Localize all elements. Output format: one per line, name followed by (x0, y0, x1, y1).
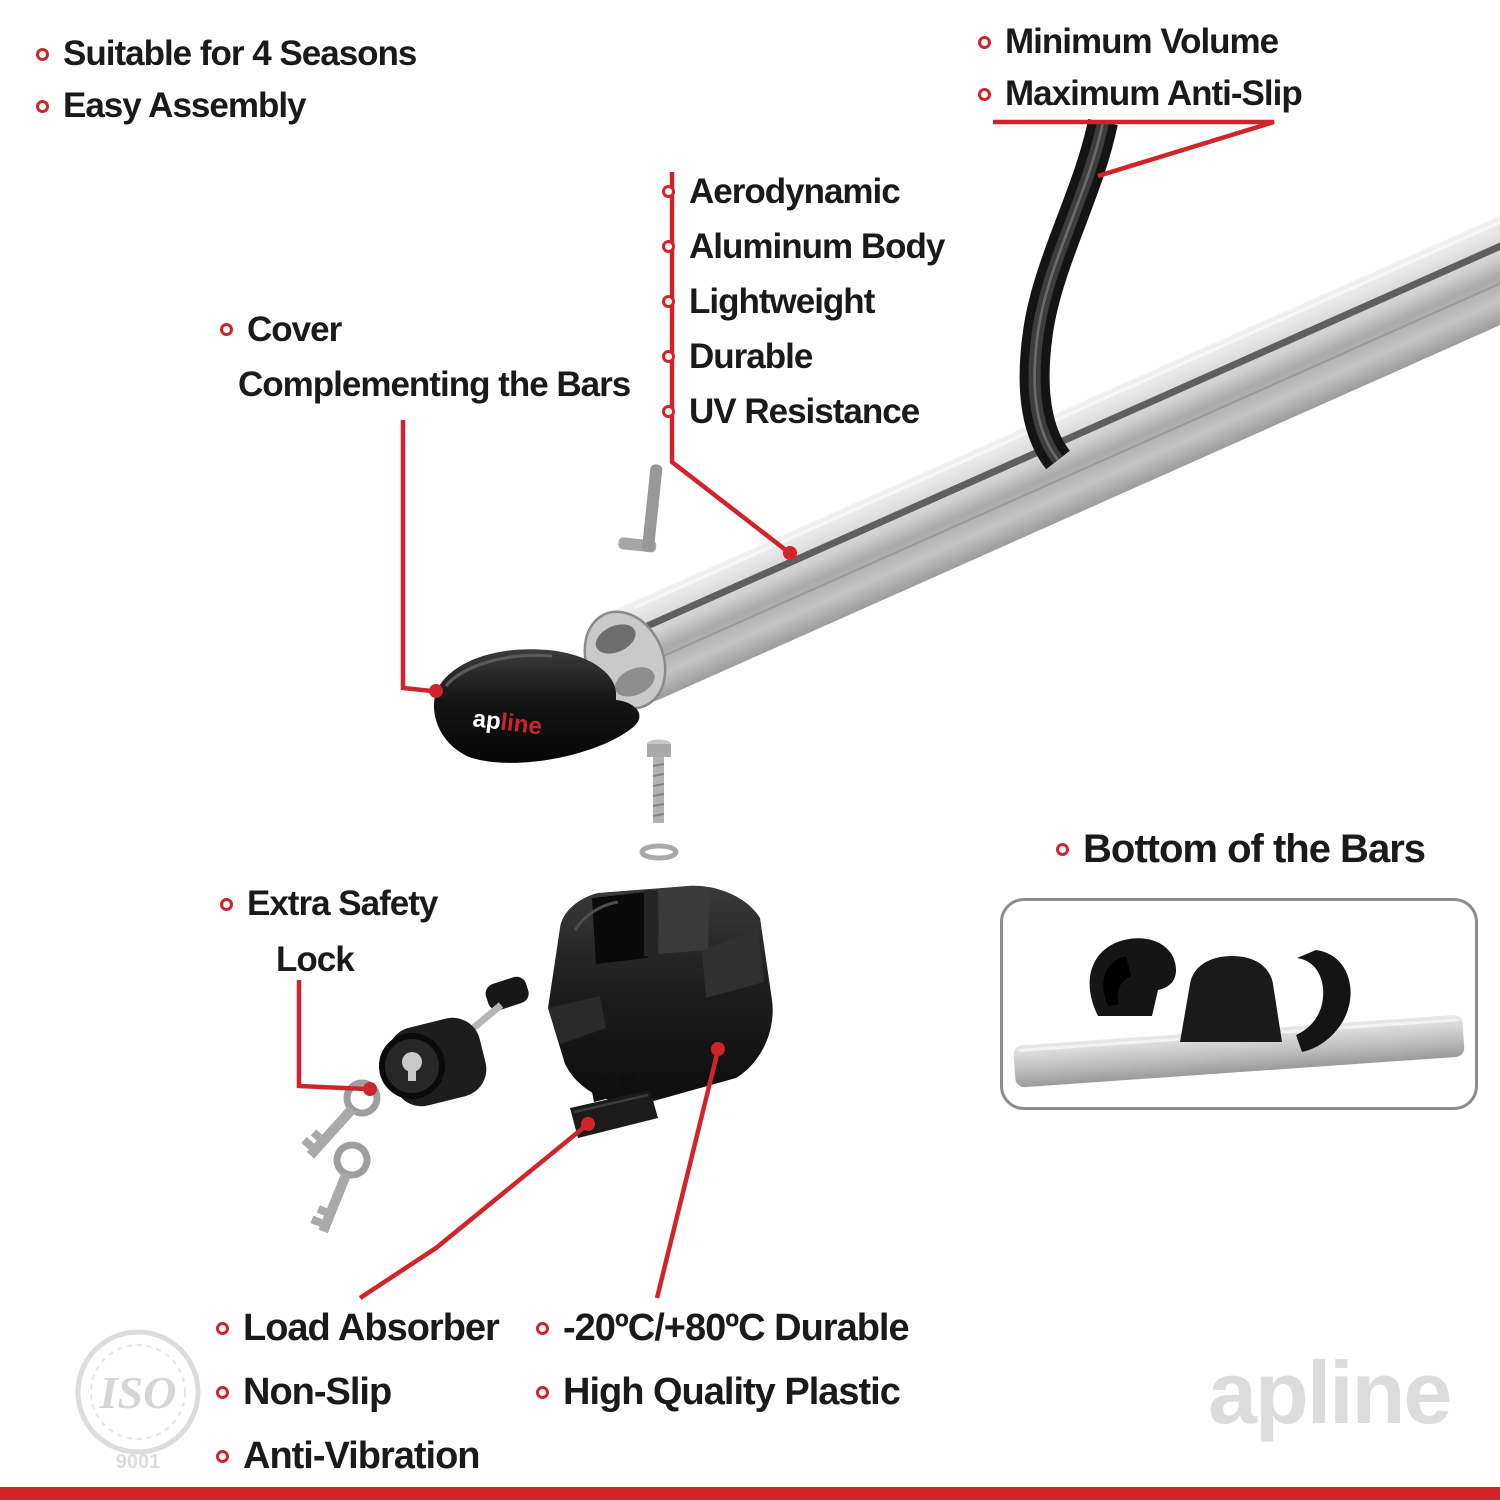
anti-slip-strip (1019, 118, 1118, 470)
callout-item: Lock (276, 932, 437, 988)
bullet-icon (662, 185, 675, 198)
callout-item: High Quality Plastic (536, 1360, 909, 1424)
bar-feature-list: Aerodynamic Aluminum Body Lightweight Du… (662, 164, 945, 439)
callout-label: -20ºC/+80ºC Durable (563, 1306, 910, 1349)
callout-label: Durable (689, 336, 813, 376)
callout-item: Lightweight (662, 274, 944, 329)
callout-line-cover (400, 420, 433, 694)
foot-clamp (548, 885, 773, 1104)
callout-label: Load Absorber (243, 1306, 500, 1349)
bullet-icon (662, 350, 675, 363)
callout-line-load-absorber (358, 1122, 590, 1300)
hex-key-icon (618, 464, 663, 553)
bullet-icon (662, 240, 675, 253)
callout-item: Easy Assembly (36, 80, 416, 132)
callout-label: Complementing the Bars (238, 364, 631, 404)
cross-bar (583, 38, 1500, 710)
callout-item: -20ºC/+80ºC Durable (536, 1296, 910, 1360)
callout-label: Suitable for 4 Seasons (63, 34, 417, 73)
washer (639, 843, 679, 861)
cover-piece: apline (433, 649, 640, 763)
lock-cylinder (379, 976, 529, 1107)
callout-item: UV Resistance (662, 384, 944, 439)
bullet-icon (220, 897, 233, 911)
foot-right-feature-list: -20ºC/+80ºC Durable High Quality Plastic (536, 1296, 910, 1424)
callout-label: Bottom of the Bars (1083, 826, 1426, 871)
iso-text: ISO (99, 1367, 177, 1418)
bullet-icon (216, 1385, 229, 1399)
callout-line-temperature (654, 1049, 721, 1299)
bullet-icon (1056, 842, 1069, 856)
callout-label: Easy Assembly (63, 86, 307, 125)
bullet-icon (36, 47, 49, 61)
callout-item: Anti-Vibration (216, 1424, 499, 1488)
callout-label: Minimum Volume (1005, 22, 1279, 61)
bullet-icon (978, 87, 991, 101)
callout-item: Bottom of the Bars (1056, 820, 1426, 878)
bullet-icon (662, 295, 675, 308)
bullet-icon (536, 1385, 549, 1399)
extra-safety-callout: Extra Safety Lock (220, 876, 438, 988)
callout-item: Aerodynamic (662, 164, 944, 219)
bottom-of-bars-callout: Bottom of the Bars (1056, 820, 1426, 878)
bullet-icon (36, 99, 49, 113)
top-left-callouts: Suitable for 4 Seasons Easy Assembly (36, 28, 417, 132)
iso-badge-watermark: ISO 9001 (75, 1329, 201, 1473)
callout-item: Complementing the Bars (238, 357, 631, 412)
bolt (647, 739, 671, 823)
foot-left-feature-list: Load Absorber Non-Slip Anti-Vibration (216, 1296, 500, 1488)
callout-line-features (669, 172, 789, 553)
callout-item: Cover (220, 302, 630, 357)
bullet-icon (216, 1449, 229, 1463)
bullet-icon (978, 35, 991, 49)
callout-dots (363, 546, 797, 1131)
callout-label: Aerodynamic (689, 171, 901, 211)
cover-callout: Cover Complementing the Bars (220, 302, 631, 412)
callout-label: Lock (276, 940, 355, 979)
callout-item: Durable (662, 329, 944, 384)
bottom-accent-bar (0, 1487, 1500, 1500)
callout-line-lock (296, 980, 367, 1092)
callout-label: Lightweight (689, 281, 875, 321)
keys (301, 1079, 381, 1234)
callout-line-antislip (993, 119, 1275, 179)
callout-item: Maximum Anti-Slip (978, 68, 1303, 120)
brand-watermark: apline (1208, 1343, 1452, 1442)
callout-label: High Quality Plastic (563, 1370, 901, 1413)
callout-item: Suitable for 4 Seasons (36, 28, 417, 80)
bullet-icon (662, 405, 675, 418)
callout-label: Aluminum Body (689, 226, 945, 266)
callout-label: Anti-Vibration (243, 1434, 481, 1477)
top-right-callouts: Minimum Volume Maximum Anti-Slip (978, 16, 1303, 120)
bullet-icon (536, 1321, 549, 1335)
callout-item: Extra Safety (220, 876, 438, 932)
cover-logo: apline (471, 705, 543, 740)
callout-item: Non-Slip (216, 1360, 499, 1424)
callout-item: Load Absorber (216, 1296, 500, 1360)
callout-label: Cover (247, 309, 342, 349)
callout-label: Non-Slip (243, 1370, 392, 1413)
callout-label: Maximum Anti-Slip (1005, 74, 1303, 113)
iso-number: 9001 (116, 1451, 161, 1473)
callout-label: UV Resistance (689, 391, 920, 431)
inset-bar-bottom-art (1013, 938, 1465, 1088)
callout-item: Aluminum Body (662, 219, 945, 274)
bullet-icon (220, 323, 233, 336)
callout-item: Minimum Volume (978, 16, 1302, 68)
bullet-icon (216, 1321, 229, 1335)
callout-lines (296, 119, 1275, 1300)
callout-label: Extra Safety (247, 884, 438, 923)
